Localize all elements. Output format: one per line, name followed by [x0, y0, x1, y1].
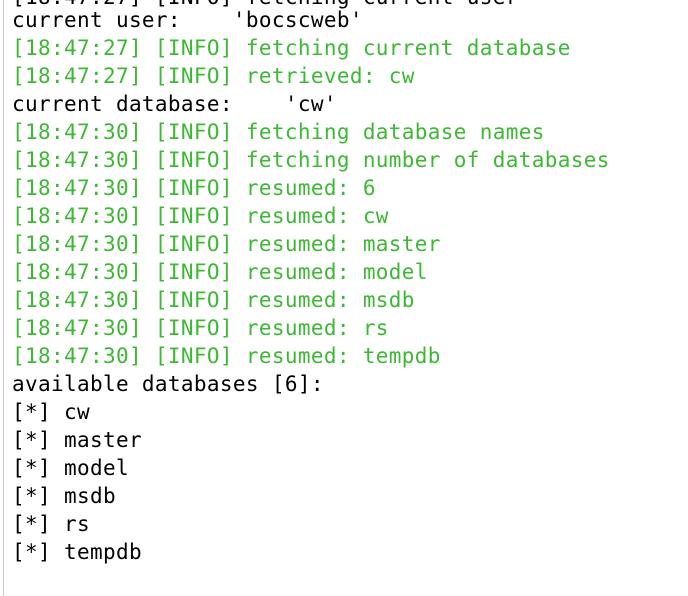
terminal-output: current user: 'bocscweb' [18:47:27] [INF… — [12, 6, 688, 566]
database-list-item: [*] rs — [12, 512, 90, 536]
log-line: [18:47:30] [INFO] resumed: model — [12, 260, 428, 284]
log-line: [18:47:30] [INFO] resumed: msdb — [12, 288, 415, 312]
current-user-line: current user: 'bocscweb' — [12, 8, 363, 32]
log-line: [18:47:30] [INFO] fetching number of dat… — [12, 148, 610, 172]
log-line: [18:47:30] [INFO] resumed: cw — [12, 204, 389, 228]
database-list-item: [*] msdb — [12, 484, 116, 508]
log-line: [18:47:30] [INFO] resumed: rs — [12, 316, 389, 340]
current-database-line: current database: 'cw' — [12, 92, 337, 116]
log-line: [18:47:27] [INFO] retrieved: cw — [12, 64, 415, 88]
window-border — [3, 0, 4, 596]
database-list-item: [*] cw — [12, 400, 90, 424]
log-line: [18:47:30] [INFO] resumed: 6 — [12, 176, 376, 200]
log-line: [18:47:30] [INFO] resumed: master — [12, 232, 441, 256]
log-line: [18:47:30] [INFO] fetching database name… — [12, 120, 545, 144]
cutoff-line: [18:47:27] [INFO] fetching current user — [12, 0, 519, 11]
available-databases-header: available databases [6]: — [12, 372, 324, 396]
database-list-item: [*] master — [12, 428, 142, 452]
database-list-item: [*] model — [12, 456, 129, 480]
database-list-item: [*] tempdb — [12, 540, 142, 564]
log-line: [18:47:30] [INFO] resumed: tempdb — [12, 344, 441, 368]
log-line: [18:47:27] [INFO] fetching current datab… — [12, 36, 571, 60]
